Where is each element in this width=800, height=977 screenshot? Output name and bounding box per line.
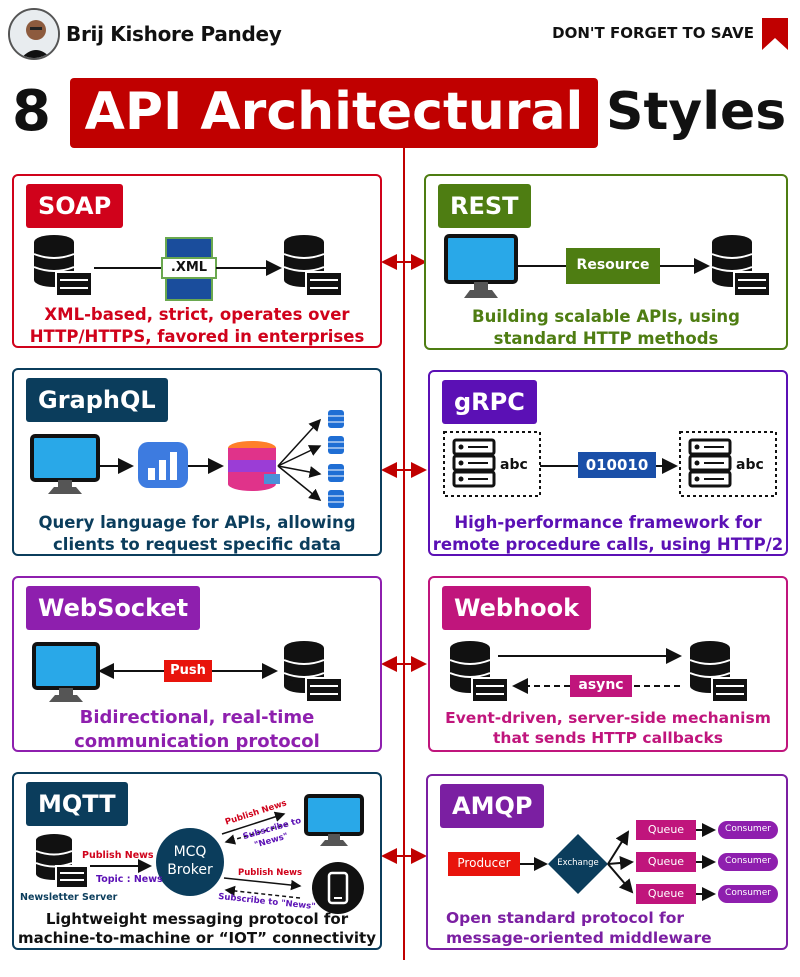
grpc-left-label: abc bbox=[500, 457, 528, 473]
amqp-queue-1: Queue bbox=[647, 823, 685, 836]
database-icon bbox=[283, 235, 343, 297]
tag-websocket: WebSocket bbox=[26, 586, 201, 630]
card-grpc: gRPC abc 010010 abc H bbox=[428, 370, 788, 556]
websocket-push-label: Push bbox=[170, 663, 206, 678]
websocket-desc-line2: communication protocol bbox=[74, 731, 320, 752]
mqtt-diagram bbox=[35, 794, 364, 914]
graphql-description: Query language for APIs, allowing client… bbox=[14, 512, 380, 556]
save-reminder: DON'T FORGET TO SAVE bbox=[552, 24, 754, 42]
rest-desc-line1: Building scalable APIs, using bbox=[472, 307, 740, 326]
grpc-right-label: abc bbox=[736, 457, 764, 473]
title-highlight-box bbox=[70, 78, 598, 148]
tag-rest: REST bbox=[438, 184, 531, 228]
amqp-consumer-2: Consumer bbox=[725, 856, 771, 866]
title-highlight-text: API Architectural bbox=[84, 82, 584, 142]
websocket-diagram bbox=[32, 641, 343, 703]
monitor-icon bbox=[30, 434, 100, 494]
webhook-desc-line1: Event-driven, server-side mechanism bbox=[445, 709, 771, 727]
database-icon bbox=[711, 235, 771, 297]
websocket-description: Bidirectional, real-time communication p… bbox=[14, 706, 380, 754]
soap-desc-line1: XML-based, strict, operates over bbox=[44, 305, 350, 324]
rest-desc-line2: standard HTTP methods bbox=[493, 329, 719, 348]
tag-mqtt: MQTT bbox=[26, 782, 128, 826]
amqp-consumer-3: Consumer bbox=[725, 888, 771, 898]
card-graphql: GraphQL bbox=[12, 368, 382, 556]
monitor-icon bbox=[304, 794, 364, 846]
mqtt-description: Lightweight messaging protocol for machi… bbox=[14, 910, 380, 948]
amqp-consumer-1: Consumer bbox=[725, 824, 771, 834]
mqtt-desc-line1: Lightweight messaging protocol for bbox=[45, 910, 349, 928]
amqp-desc-line1: Open standard protocol for bbox=[446, 909, 685, 927]
amqp-producer-label: Producer bbox=[457, 856, 511, 870]
mqtt-desc-line2: machine-to-machine or “IOT” connectivity bbox=[17, 929, 376, 947]
title-number: 8 bbox=[12, 79, 51, 144]
soap-diagram bbox=[33, 235, 343, 301]
mqtt-broker-line2: Broker bbox=[167, 862, 213, 878]
author-name: Brij Kishore Pandey bbox=[66, 22, 282, 46]
tag-graphql: GraphQL bbox=[26, 378, 168, 422]
phone-icon bbox=[312, 862, 364, 914]
graphql-desc-line1: Query language for APIs, allowing bbox=[38, 513, 356, 532]
amqp-diagram bbox=[448, 820, 778, 904]
card-rest: REST Resource Building scalable APIs, us… bbox=[424, 174, 788, 350]
webhook-diagram bbox=[449, 641, 749, 703]
grpc-diagram bbox=[443, 431, 777, 497]
avatar-icon bbox=[10, 10, 58, 58]
grpc-binary-label: 010010 bbox=[585, 456, 649, 474]
grpc-desc-line1: High-performance framework for bbox=[454, 513, 762, 532]
monitor-icon bbox=[32, 642, 100, 702]
database-icon bbox=[449, 641, 509, 703]
webhook-async-label: async bbox=[578, 677, 624, 693]
graphql-desc-line2: clients to request specific data bbox=[53, 535, 341, 554]
card-websocket: WebSocket Push Bidirectional, real-time … bbox=[12, 576, 382, 752]
mqtt-broker-line1: MCQ bbox=[173, 844, 207, 860]
amqp-exchange-label: Exchange bbox=[557, 858, 599, 868]
database-icon bbox=[35, 834, 89, 889]
monitor-icon bbox=[444, 234, 518, 298]
webhook-desc-line2: that sends HTTP callbacks bbox=[493, 729, 723, 747]
database-icon bbox=[328, 410, 344, 508]
database-icon bbox=[283, 641, 343, 703]
amqp-queue-3: Queue bbox=[647, 887, 685, 900]
amqp-queue-2: Queue bbox=[647, 855, 685, 868]
database-icon bbox=[228, 441, 280, 491]
websocket-desc-line1: Bidirectional, real-time bbox=[79, 707, 315, 728]
webhook-description: Event-driven, server-side mechanism that… bbox=[430, 708, 786, 748]
tag-grpc: gRPC bbox=[442, 380, 537, 424]
server-icon bbox=[688, 438, 732, 488]
graphql-diagram bbox=[30, 410, 344, 508]
database-icon bbox=[33, 235, 93, 297]
analytics-app-icon bbox=[138, 442, 188, 488]
mqtt-publish-news-left: Publish News bbox=[82, 850, 154, 861]
amqp-description: Open standard protocol for message-orien… bbox=[446, 908, 800, 948]
card-webhook: Webhook async Event-driven, server- bbox=[428, 576, 788, 752]
card-mqtt: MQTT MCQ Broker Publish News T bbox=[12, 772, 382, 950]
tag-webhook: Webhook bbox=[442, 586, 592, 630]
author-avatar bbox=[8, 8, 60, 60]
tag-soap: SOAP bbox=[26, 184, 124, 228]
grpc-desc-line2: remote procedure calls, using HTTP/2 bbox=[432, 535, 784, 554]
bookmark-icon[interactable] bbox=[762, 18, 788, 50]
database-icon bbox=[689, 641, 749, 703]
card-amqp: AMQP Producer Exchange Queue Queue Queue… bbox=[426, 774, 788, 950]
soap-xml-label: .XML bbox=[170, 260, 208, 275]
soap-description: XML-based, strict, operates over HTTP/HT… bbox=[14, 304, 380, 348]
rest-description: Building scalable APIs, using standard H… bbox=[426, 306, 786, 350]
grpc-description: High-performance framework for remote pr… bbox=[430, 512, 786, 556]
tag-amqp: AMQP bbox=[440, 784, 545, 828]
soap-desc-line2: HTTP/HTTPS, favored in enterprises bbox=[29, 327, 365, 346]
mqtt-server-label: Newsletter Server bbox=[20, 892, 118, 903]
rest-diagram bbox=[444, 234, 771, 298]
mqtt-topic-label: Topic : News bbox=[96, 874, 163, 885]
title-end: Styles bbox=[606, 82, 787, 142]
rest-resource-label: Resource bbox=[576, 257, 650, 273]
amqp-desc-line2: message-oriented middleware bbox=[446, 929, 712, 947]
card-soap: SOAP .XML XML-based, strict, operates ov… bbox=[12, 174, 382, 348]
mqtt-publish-news-bottom: Publish News bbox=[238, 868, 303, 878]
